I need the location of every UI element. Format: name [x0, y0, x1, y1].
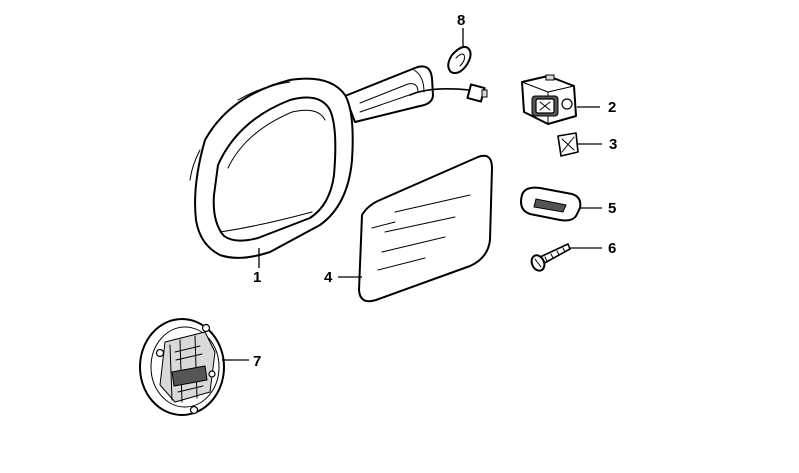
leader-lines [222, 28, 602, 361]
callout-5: 5 [608, 200, 616, 217]
callout-6: 6 [608, 240, 616, 257]
mirror-actuator-part [139, 318, 225, 416]
mirror-switch-part [521, 74, 577, 125]
callout-labels: 1 2 3 4 5 6 7 8 [253, 12, 617, 370]
callout-3: 3 [609, 136, 617, 153]
callout-1: 1 [253, 269, 261, 286]
callout-4: 4 [324, 269, 333, 286]
seal-part [520, 186, 582, 222]
callout-8: 8 [457, 12, 465, 29]
callout-7: 7 [253, 353, 261, 370]
switch-cover-part [557, 132, 579, 157]
grommet-part [447, 45, 472, 75]
callout-2: 2 [608, 99, 616, 116]
mirror-housing-part [189, 65, 434, 259]
screw-part [530, 243, 571, 272]
cable-part [409, 83, 488, 103]
mirror-glass-part [358, 154, 493, 303]
